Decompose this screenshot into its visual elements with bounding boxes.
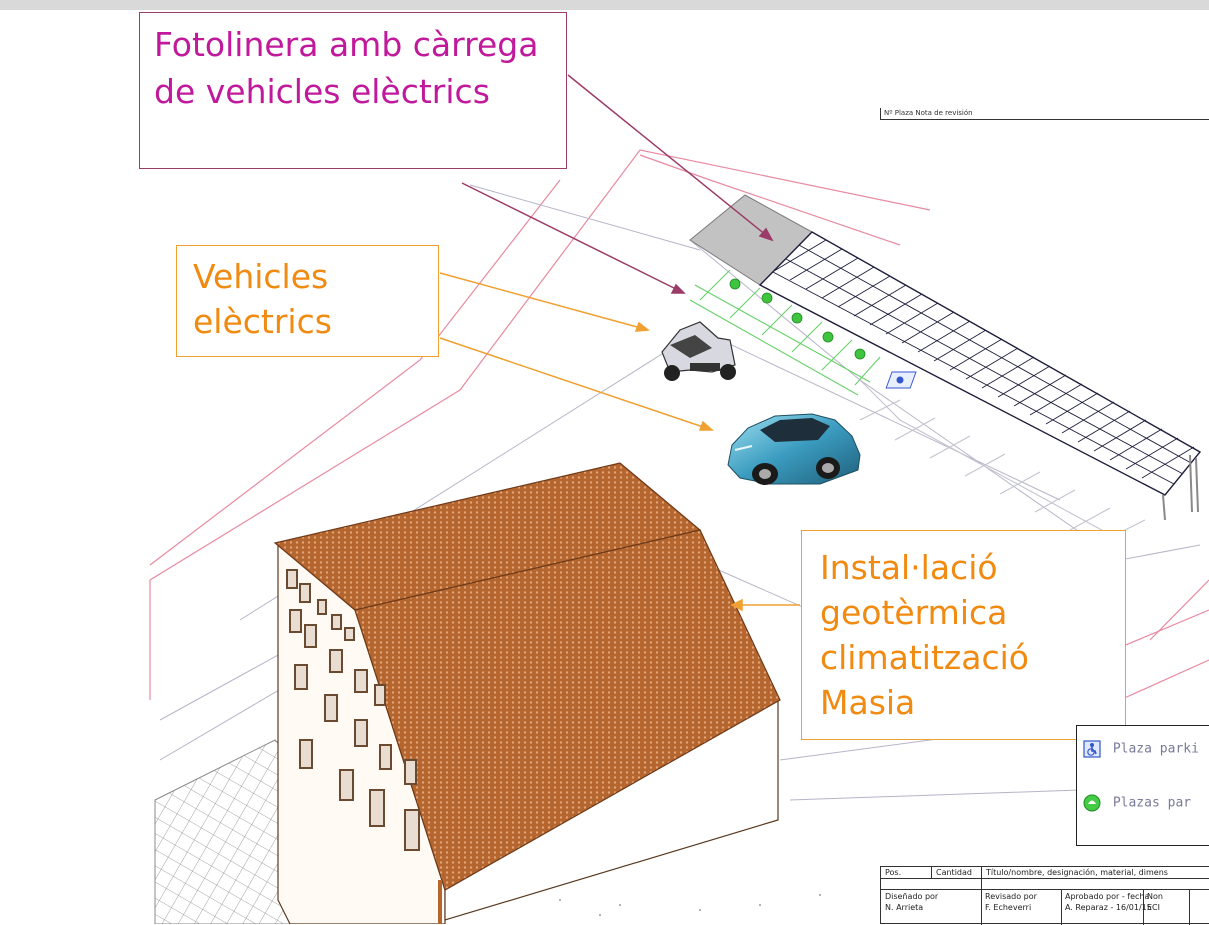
electric-scooter-image — [661, 321, 736, 381]
callout-fotolinera-line2: de vehicles elèctrics — [154, 72, 490, 111]
electric-car-image — [727, 413, 861, 485]
callout-vehicles-line1: Vehicles — [193, 257, 329, 296]
callout-geotermica-line4: Masia — [820, 683, 916, 722]
tb-approved-value: A. Reparaz - 16/01/15 — [1065, 903, 1152, 912]
callout-arrows — [439, 74, 800, 612]
tb-designed-label: Diseñado por — [885, 892, 939, 901]
disabled-parking-legend-icon — [1083, 740, 1101, 758]
drawing-title-block: Pos. Cantidad Título/nombre, designación… — [880, 866, 1209, 925]
disabled-parking-icon — [885, 371, 917, 389]
arrow-fotolinera-2 — [461, 182, 685, 294]
masia-building — [273, 462, 781, 924]
tb-extra-value: ECI — [1147, 903, 1160, 912]
tb-col-title: Título/nombre, designación, material, di… — [986, 868, 1168, 877]
ev-parking-bays — [689, 269, 881, 396]
drawing-header-strip: Nº Plaza Nota de revisión — [880, 108, 1209, 120]
site-boundary-lines — [149, 149, 1209, 701]
tb-checked-name: F. Echeverri — [985, 903, 1032, 912]
tb-approved-label: Aprobado por - fecha — [1065, 892, 1150, 901]
legend-disabled-label: Plaza parki — [1112, 741, 1199, 757]
parking-legend: Plaza parki Plazas par — [1076, 725, 1209, 846]
tb-checked-label: Revisado por — [985, 892, 1037, 901]
tb-col-qty: Cantidad — [936, 868, 972, 877]
callout-geotermica-line1: Instal·lació — [820, 548, 998, 587]
ev-charging-legend-icon — [1083, 794, 1101, 812]
callout-geotermica: Instal·lació geotèrmica climatització Ma… — [801, 530, 1126, 740]
callout-geotermica-line2: geotèrmica — [820, 593, 1008, 632]
tb-designed-name: N. Arrieta — [885, 903, 924, 912]
callout-vehicles-line2: elèctrics — [193, 302, 332, 341]
legend-ev-label: Plazas par — [1112, 795, 1192, 811]
ev-charging-icons — [729, 278, 866, 360]
arrow-fotolinera-1 — [567, 74, 773, 241]
top-toolbar-strip — [0, 0, 1209, 10]
masia-windows — [286, 569, 420, 851]
tb-extra-label: Non — [1147, 892, 1163, 901]
tb-col-pos: Pos. — [885, 868, 902, 877]
canopy-supports — [1162, 454, 1199, 521]
arrow-vehicles-car — [439, 337, 713, 431]
header-strip-text: Nº Plaza Nota de revisión — [884, 109, 973, 117]
legend-row-ev: Plazas par — [1083, 794, 1191, 812]
legend-row-disabled: Plaza parki — [1083, 740, 1199, 758]
solar-panel-array — [758, 231, 1202, 496]
callout-vehicles: Vehicles elèctrics — [176, 245, 439, 357]
callout-geotermica-line3: climatització — [820, 638, 1029, 677]
callout-fotolinera-line1: Fotolinera amb càrrega — [154, 25, 539, 64]
masia-roof-front — [354, 529, 781, 891]
arrow-vehicles-scooter — [439, 272, 649, 331]
callout-fotolinera: Fotolinera amb càrrega de vehicles elèct… — [139, 12, 567, 169]
